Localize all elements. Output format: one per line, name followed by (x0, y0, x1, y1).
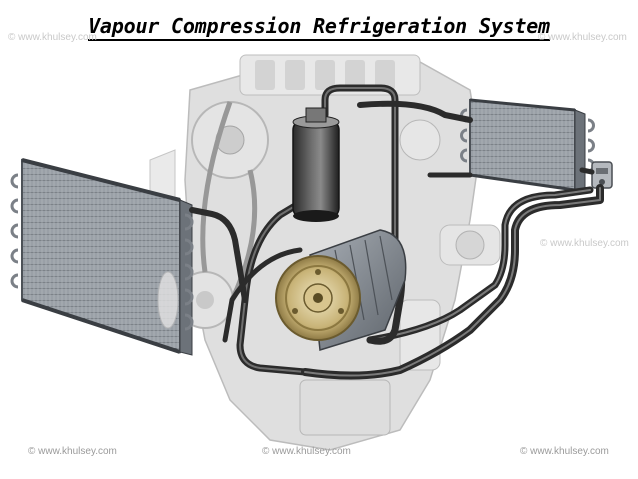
slide-title: Vapour Compression Refrigeration System (0, 14, 638, 41)
evaporator-coil (460, 98, 595, 193)
condenser-coil (10, 158, 194, 356)
watermark-mid-right: © www.khulsey.com (540, 238, 629, 249)
watermark-top-right: © www.khulsey.com (538, 32, 627, 43)
expansion-valve (591, 161, 613, 189)
watermark-bottom-center: © www.khulsey.com (262, 446, 351, 457)
ac-compressor (275, 229, 407, 351)
fan-hub (157, 271, 179, 329)
slide-title-text: Vapour Compression Refrigeration System (88, 14, 550, 41)
receiver-drier (292, 107, 340, 222)
watermark-top-left: © www.khulsey.com (8, 32, 97, 43)
watermark-bottom-right: © www.khulsey.com (520, 446, 609, 457)
watermark-bottom-left: © www.khulsey.com (28, 446, 117, 457)
